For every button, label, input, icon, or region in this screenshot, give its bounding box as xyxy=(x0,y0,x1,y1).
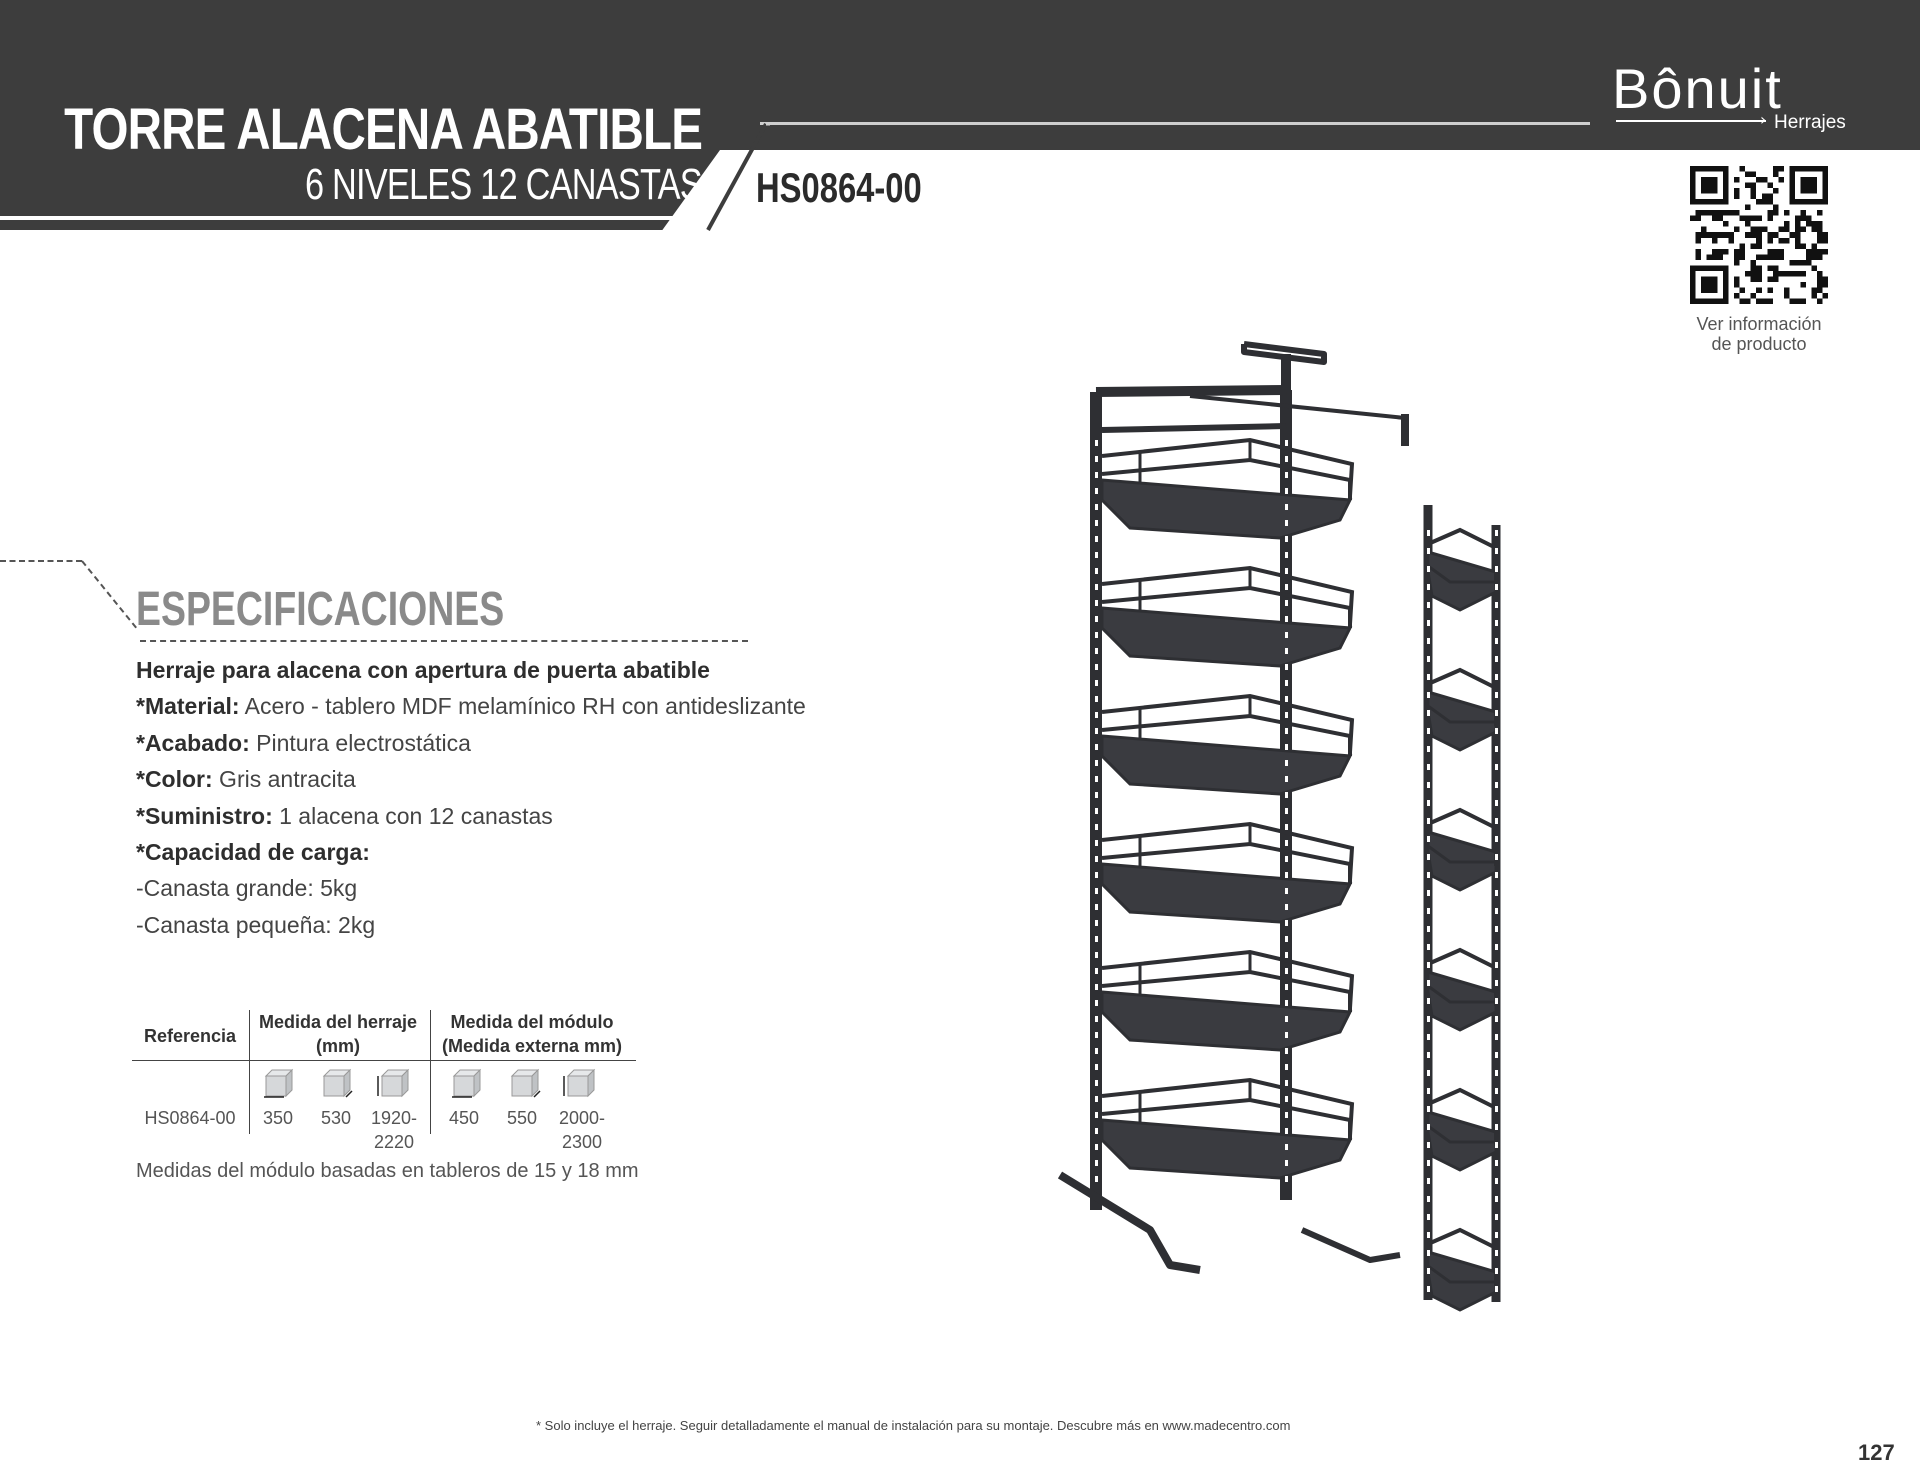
cell-hardware-height-line2: 2220 xyxy=(373,1132,415,1152)
pantry-tower-illustration xyxy=(1057,341,1501,1312)
cube-depth-icon xyxy=(510,1068,541,1098)
header-underline xyxy=(0,216,700,220)
cube-width-icon xyxy=(452,1068,482,1098)
cell-reference: HS0864-00 xyxy=(144,1108,236,1128)
spec-value: Gris antracita xyxy=(212,766,356,793)
brand-line xyxy=(1616,120,1766,122)
qr-code-icon[interactable] xyxy=(1690,166,1828,304)
spec-value: 1 alacena con 12 canastas xyxy=(272,802,553,829)
header-band xyxy=(0,0,1920,150)
th-hardware: Medida del herraje (mm) xyxy=(250,1010,426,1058)
qr-caption-line-2: de producto xyxy=(1711,334,1807,354)
page-title: TORRE ALACENA ABATIBLE xyxy=(63,97,703,162)
th-module-line1: Medida del módulo xyxy=(450,1012,614,1032)
brand-logo: Bônuit › Herrajes xyxy=(1612,56,1862,136)
product-code: HS0864-00 xyxy=(756,164,922,211)
spec-load: *Capacidad de carga: xyxy=(136,834,956,870)
specs-title: ESPECIFICACIONES xyxy=(136,583,505,636)
specs-title-rule xyxy=(140,640,748,642)
spec-finish: *Acabado: Pintura electrostática xyxy=(136,725,956,761)
page-number: 127 xyxy=(1858,1440,1895,1465)
spec-label: *Suministro: xyxy=(136,802,273,829)
spec-label: *Material: xyxy=(136,693,240,720)
th-module-line2: (Medida externa mm) xyxy=(441,1036,623,1056)
brand-subtitle: Herrajes xyxy=(1774,112,1846,133)
brand-name: Bônuit xyxy=(1612,57,1783,120)
table-note: Medidas del módulo basadas en tableros d… xyxy=(136,1160,639,1182)
specs-list: Herraje para alacena con apertura de pue… xyxy=(136,652,956,943)
cell-hardware-width: 350 xyxy=(262,1108,294,1128)
qr-caption-line-1: Ver información xyxy=(1696,314,1822,334)
spec-supply: *Suministro: 1 alacena con 12 canastas xyxy=(136,798,956,834)
th-reference: Referencia xyxy=(143,1026,237,1046)
cell-hardware-depth: 530 xyxy=(320,1108,352,1128)
spec-value: Pintura electrostática xyxy=(249,729,471,756)
spec-label: *Acabado: xyxy=(136,729,250,756)
cell-module-width: 450 xyxy=(448,1108,480,1128)
cube-depth-icon xyxy=(322,1068,353,1098)
header-slash-divider xyxy=(706,122,770,231)
spec-material: *Material: Acero - tablero MDF melamínic… xyxy=(136,688,956,724)
dimensions-table: Referencia Medida del herraje (mm) Medid… xyxy=(132,1010,636,1160)
th-hardware-line2: (mm) xyxy=(316,1036,360,1056)
cell-module-height: 2000- 2300 xyxy=(550,1106,614,1154)
th-module: Medida del módulo (Medida externa mm) xyxy=(432,1010,632,1058)
header-rule xyxy=(760,122,1590,125)
spec-load-large: -Canasta grande: 5kg xyxy=(136,875,358,902)
dashed-rule-left xyxy=(0,560,82,562)
table-divider-2 xyxy=(430,1010,431,1134)
table-header-rule xyxy=(132,1060,636,1061)
cell-hardware-height: 1920- 2220 xyxy=(364,1106,424,1154)
qr-caption: Ver información de producto xyxy=(1650,314,1868,354)
th-hardware-line1: Medida del herraje xyxy=(258,1012,418,1032)
cell-module-height-line2: 2300 xyxy=(561,1132,603,1152)
cube-height-icon xyxy=(377,1068,410,1098)
page-subtitle: 6 NIVELES 12 CANASTAS xyxy=(305,160,703,209)
cell-hardware-height-line1: 1920- xyxy=(370,1108,418,1128)
spec-label: *Color: xyxy=(136,766,213,793)
cube-height-icon xyxy=(563,1068,596,1098)
spec-value: Acero - tablero MDF melamínico RH con an… xyxy=(239,693,806,720)
spec-label: *Capacidad de carga: xyxy=(136,839,370,866)
dashed-rule-diagonal xyxy=(81,560,139,631)
spec-load-small: -Canasta pequeña: 2kg xyxy=(136,911,376,938)
table-divider-1 xyxy=(249,1010,250,1134)
chevron-right-icon: › xyxy=(1760,110,1767,129)
cell-module-depth: 550 xyxy=(506,1108,538,1128)
spec-color: *Color: Gris antracita xyxy=(136,761,956,797)
footnote: * Solo incluye el herraje. Seguir detall… xyxy=(536,1418,1291,1433)
cell-module-height-line1: 2000- xyxy=(558,1108,606,1128)
cube-width-icon xyxy=(264,1068,294,1098)
specs-intro: Herraje para alacena con apertura de pue… xyxy=(136,657,710,683)
